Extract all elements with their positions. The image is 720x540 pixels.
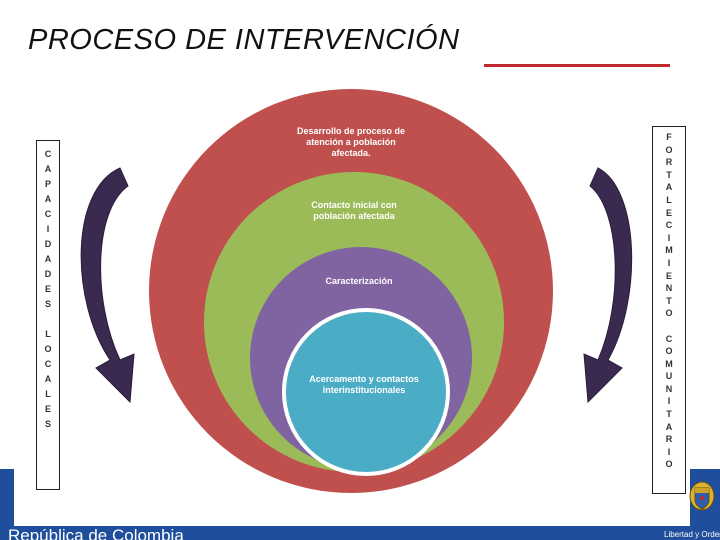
vertical-letter: L <box>45 329 51 339</box>
vertical-letter: A <box>665 421 673 432</box>
circle-blue <box>282 308 450 476</box>
vertical-letter: D <box>44 239 52 249</box>
right-curved-arrow <box>583 167 633 404</box>
vertical-letter: T <box>666 169 672 180</box>
vertical-letter: O <box>665 346 673 357</box>
vertical-letter: I <box>46 224 50 234</box>
title-underline <box>484 64 670 67</box>
vertical-letter: N <box>665 383 673 394</box>
vertical-letter: T <box>666 409 672 420</box>
vertical-letter: C <box>44 209 52 219</box>
vertical-letter: O <box>665 308 673 319</box>
coat-of-arms-icon <box>689 481 715 511</box>
vertical-letter: O <box>44 344 52 354</box>
vertical-letter: D <box>44 269 52 279</box>
vertical-letter: I <box>667 257 671 268</box>
vertical-letter: A <box>44 374 52 384</box>
label-outer-circle: Desarrollo de proceso de atención a pobl… <box>296 126 406 158</box>
vertical-letter: T <box>666 295 672 306</box>
vertical-letter: P <box>44 179 51 189</box>
vertical-letter: L <box>45 389 51 399</box>
vertical-letter: I <box>667 396 671 407</box>
vertical-letter: R <box>665 157 673 168</box>
label-blue-circle: Acercamento y contactos interinstitucion… <box>309 374 419 395</box>
vertical-letter: E <box>665 270 672 281</box>
vertical-letter: M <box>665 358 673 369</box>
vertical-letter: I <box>667 446 671 457</box>
footer-strip <box>0 526 720 540</box>
label-purple-circle: Caracterización <box>325 276 393 286</box>
vertical-letter: F <box>666 132 672 142</box>
vertical-letter: U <box>665 371 673 382</box>
vertical-letter: A <box>44 254 52 264</box>
vertical-letter: R <box>665 434 673 445</box>
vertical-letter: A <box>665 182 673 193</box>
label-green-circle: Contacto inicial con población afectada <box>311 200 397 221</box>
vertical-letter: A <box>44 194 52 204</box>
footer-blue-left <box>0 469 14 528</box>
vertical-letter: M <box>665 245 673 256</box>
vertical-letter: O <box>665 459 673 470</box>
vertical-letter: C <box>44 149 52 159</box>
vertical-letter: N <box>665 283 673 294</box>
vertical-letter: E <box>665 207 672 218</box>
footer-country-text: República de Colombia <box>8 526 184 540</box>
vertical-letter: O <box>665 144 673 155</box>
left-curved-arrow <box>80 167 135 404</box>
vertical-letter: C <box>44 359 52 369</box>
vertical-letter: A <box>44 164 52 174</box>
vertical-letter: I <box>667 232 671 243</box>
vertical-letter: E <box>44 404 51 414</box>
vertical-letter: C <box>665 333 673 344</box>
footer-motto: Libertad y Orden <box>664 530 720 539</box>
vertical-letter: E <box>44 284 51 294</box>
vertical-letter: C <box>665 220 673 231</box>
slide-title: PROCESO DE INTERVENCIÓN <box>28 24 460 56</box>
vertical-letter: S <box>44 419 51 429</box>
vertical-letter: S <box>44 299 51 309</box>
vertical-letter: L <box>666 194 672 205</box>
